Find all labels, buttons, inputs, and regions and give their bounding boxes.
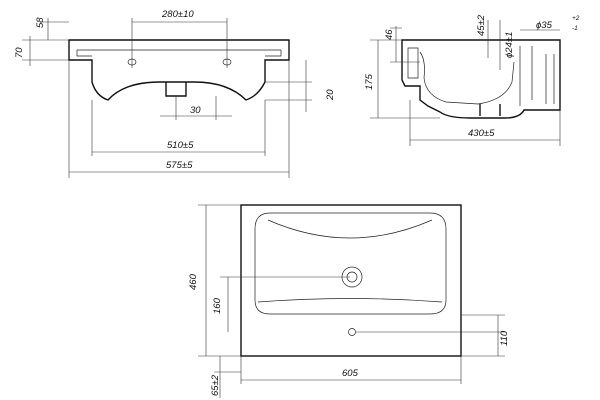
side-right-wall	[519, 46, 555, 106]
dim-46-label: 46	[384, 29, 395, 40]
dim-175-label: 175	[364, 73, 375, 90]
dim-110-label: 110	[499, 330, 510, 346]
dim-605-label: 605	[342, 368, 359, 379]
front-inner-right	[265, 50, 282, 57]
dim-575-line	[68, 60, 290, 178]
dim-70-label: 70	[14, 47, 25, 58]
dim-35-sup: +2	[572, 15, 580, 22]
side-drain	[479, 104, 501, 116]
dim-575-label: 575±5	[166, 160, 193, 171]
side-basin-curve	[419, 51, 515, 105]
dim-175-line	[370, 39, 440, 119]
top-view-outline	[240, 204, 462, 357]
dim-280-line	[131, 18, 228, 68]
front-inner-left	[76, 50, 92, 57]
dim-510-label: 510±5	[167, 140, 194, 151]
dim-160-label: 160	[212, 297, 223, 314]
dim-430-label: 430±5	[468, 128, 495, 139]
dim-460-line	[198, 204, 241, 357]
top-view-bowl-bottom	[257, 298, 443, 303]
dim-460-label: 460	[188, 273, 199, 290]
top-view-bowl	[254, 212, 447, 315]
dim-430-line	[409, 100, 561, 146]
dim-605-line	[240, 356, 462, 384]
dim-510-line	[91, 100, 266, 156]
side-view-outline	[401, 39, 561, 119]
dim-35-label: ϕ35	[536, 20, 553, 31]
dim-30-line	[160, 96, 232, 120]
top-view-bowl-top	[267, 219, 433, 239]
dim-280-label: 280±10	[161, 9, 194, 20]
dim-20-line	[265, 60, 312, 112]
front-view: 280±10 58 70 30 20 510±5 575±5	[14, 9, 336, 178]
tap-hole	[348, 328, 356, 336]
dim-35-sub: -1	[572, 25, 578, 32]
dim-58-label: 58	[35, 17, 46, 28]
side-view: 46 45±2 ϕ24±1 ϕ35 +2 -1 175 430±5	[364, 14, 580, 146]
dim-46-line	[390, 26, 420, 63]
dim-45-label: 45±2	[476, 14, 487, 36]
dim-110-line	[356, 314, 505, 357]
dim-45-line	[487, 20, 501, 70]
front-view-outline	[68, 39, 290, 101]
dim-65-line	[214, 356, 241, 398]
dim-58-line	[40, 18, 69, 41]
dim-70-line	[22, 36, 69, 66]
dim-65-label: 65±2	[210, 374, 221, 396]
dim-24-label: ϕ24±1	[504, 32, 515, 58]
dim-160-line	[220, 276, 350, 332]
drain-stub	[165, 82, 187, 97]
dim-30-label: 30	[190, 105, 201, 116]
side-left-rim	[407, 47, 419, 79]
top-view: 460 160 110 65±2 605	[188, 204, 510, 398]
dim-20-label: 20	[325, 89, 336, 101]
